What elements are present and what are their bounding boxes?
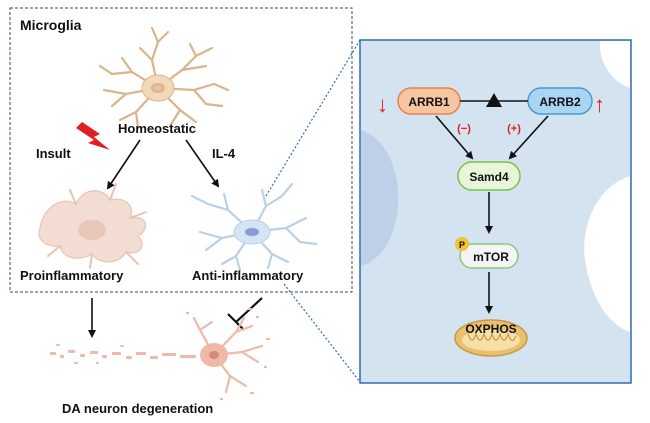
plus-label: (+) xyxy=(507,123,521,135)
da-neuron xyxy=(50,308,270,400)
up-arrow-icon: ↑ xyxy=(594,92,605,117)
arrow-to-anti-inflammatory xyxy=(185,139,220,188)
arrb2-label: ARRB2 xyxy=(539,95,581,109)
arrow-arrb2-to-samd4 xyxy=(508,115,549,160)
samd4-node xyxy=(457,161,521,191)
minus-label: (−) xyxy=(457,123,471,135)
lightning-bolt-icon xyxy=(76,122,110,150)
arrow-arrb1-to-samd4 xyxy=(435,115,474,160)
down-arrow-icon: ↓ xyxy=(377,92,388,117)
homeostatic-label: Homeostatic xyxy=(118,121,196,136)
phospho-badge xyxy=(455,237,469,251)
neuron-label: DA neuron degeneration xyxy=(62,401,213,416)
microglia-title: Microglia xyxy=(20,17,82,33)
proinflammatory-microglia xyxy=(38,183,147,269)
insult-label: Insult xyxy=(36,146,71,161)
bg-blob-bottom-right xyxy=(584,176,630,332)
mtor-label: mTOR xyxy=(473,250,509,264)
oxphos-label: OXPHOS xyxy=(465,322,516,336)
triangle-marker xyxy=(486,93,502,107)
homeostatic-nucleus xyxy=(151,83,165,93)
zoom-line-bottom xyxy=(283,283,361,383)
phospho-label: P xyxy=(459,240,465,250)
inhibit-bar xyxy=(227,313,245,331)
mtor-node xyxy=(459,243,519,269)
arrow-to-proinflammatory xyxy=(106,139,141,190)
bg-blob-left xyxy=(361,130,399,266)
il4-label: IL-4 xyxy=(212,146,236,161)
bg-blob-top-right xyxy=(599,41,630,88)
samd4-label: Samd4 xyxy=(469,170,509,184)
microglia-panel: Microglia Homeostatic Insult IL-4 Proinf… xyxy=(9,7,353,293)
proinflammatory-label: Proinflammatory xyxy=(20,268,124,283)
anti-inflammatory-nucleus xyxy=(245,228,259,236)
pathway-panel: ↓ ARRB1 ARRB2 ↑ (−) (+) Samd4 P mTOR xyxy=(359,39,632,384)
arrb1-label: ARRB1 xyxy=(408,95,450,109)
anti-inflammatory-label: Anti-inflammatory xyxy=(192,268,304,283)
mitochondria-icon xyxy=(454,319,528,357)
